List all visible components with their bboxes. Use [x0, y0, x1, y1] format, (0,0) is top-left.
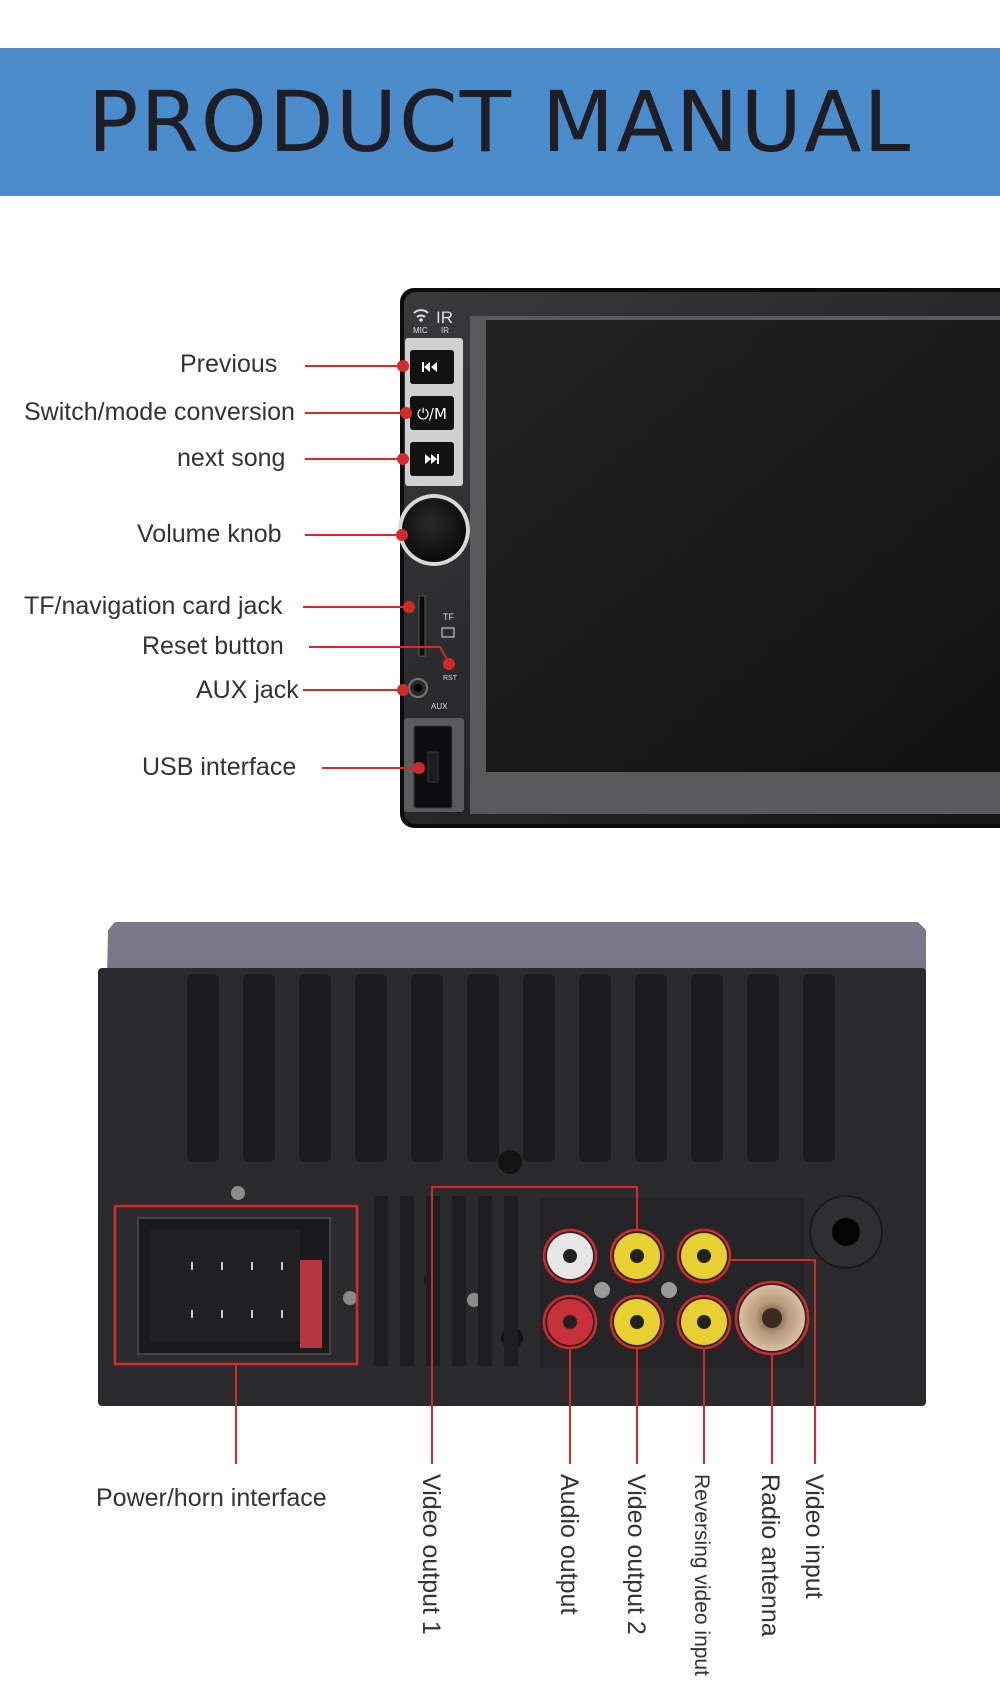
tf-marking: TF: [443, 612, 454, 622]
mic-label: MIC: [413, 326, 428, 335]
connector-housing: [150, 1230, 300, 1342]
screen: [486, 320, 1000, 772]
rca-yellow-jack[interactable]: [681, 1299, 727, 1345]
label-video-output-2: Video output 2: [622, 1474, 650, 1635]
screw: [594, 1282, 610, 1298]
header-banner: PRODUCT MANUAL: [0, 48, 1000, 196]
screw: [467, 1293, 481, 1307]
rca-yellow-jack[interactable]: [614, 1233, 660, 1279]
rca-white-jack[interactable]: [547, 1233, 593, 1279]
label-video-output-1: Video output 1: [417, 1474, 445, 1635]
next-icon: [425, 454, 439, 464]
mode-button[interactable]: [410, 396, 454, 430]
page-title: PRODUCT MANUAL: [87, 73, 913, 171]
aux-marking: AUX: [431, 702, 448, 711]
usb-icon: [427, 751, 439, 783]
rear-callouts: [235, 1186, 816, 1464]
connector-pins: [191, 1262, 283, 1318]
mount-hole: [498, 1150, 522, 1174]
label-audio-output: Audio output: [555, 1474, 583, 1614]
label-radio-antenna: Radio antenna: [756, 1474, 784, 1637]
rst-marking: RST: [443, 675, 458, 682]
label-reversing-video-input: Reversing video input: [690, 1474, 713, 1676]
rca-red-jack[interactable]: [547, 1299, 593, 1345]
screw: [661, 1282, 677, 1298]
ir-logo: IR: [436, 308, 453, 327]
ir-label: IR: [441, 326, 449, 335]
screw: [343, 1291, 357, 1305]
previous-icon: [422, 362, 437, 372]
label-tf-card: TF/navigation card jack: [24, 592, 283, 620]
label-usb: USB interface: [142, 753, 296, 781]
front-panel: MIC IR IR ⏻/M TF RST: [398, 288, 1000, 828]
heat-sink: [187, 974, 835, 1162]
tf-card-slot[interactable]: [418, 595, 426, 657]
sd-card-icon: [441, 627, 455, 638]
rca-yellow-jack[interactable]: [614, 1299, 660, 1345]
front-callouts: [303, 360, 455, 774]
label-aux: AUX jack: [196, 676, 299, 704]
rear-vents: [374, 1196, 518, 1366]
label-reset: Reset button: [142, 632, 284, 660]
label-previous: Previous: [180, 350, 277, 378]
screw: [231, 1186, 245, 1200]
label-volume-knob: Volume knob: [137, 520, 282, 548]
ir-sensor: IR IR: [436, 308, 453, 335]
mode-button-label: ⏻/M: [417, 405, 447, 423]
rca-yellow-jack[interactable]: [681, 1233, 727, 1279]
label-switch-mode: Switch/mode conversion: [24, 398, 295, 426]
rear-panel: [98, 922, 926, 1406]
mic-sensor: MIC: [413, 309, 429, 335]
fuse: [300, 1260, 322, 1348]
volume-knob[interactable]: [402, 498, 466, 562]
label-video-input: Video input: [800, 1474, 828, 1599]
label-power-horn: Power/horn interface: [96, 1484, 327, 1512]
radio-antenna-jack[interactable]: [739, 1285, 805, 1351]
label-next-song: next song: [177, 444, 285, 472]
